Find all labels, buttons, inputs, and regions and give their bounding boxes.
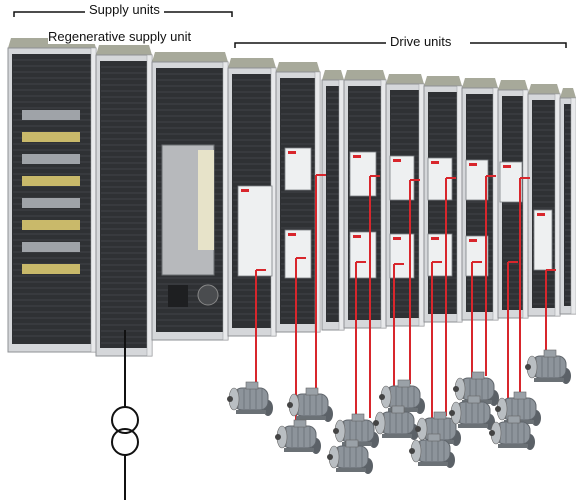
motors xyxy=(227,349,571,474)
abb-drive-module xyxy=(284,229,312,279)
transformer-symbol xyxy=(111,330,139,500)
regen-module-label-panel xyxy=(198,150,214,250)
drive-units-label: Drive units xyxy=(386,34,456,49)
supply-units-bracket xyxy=(13,11,233,17)
drive-units-bracket xyxy=(234,42,567,48)
cabinet xyxy=(275,62,321,333)
cabinet xyxy=(321,70,345,331)
abb-drive-module xyxy=(465,159,489,201)
abb-drive-module xyxy=(499,161,523,203)
cabinet xyxy=(497,80,529,319)
electric-motor-icon xyxy=(409,433,455,468)
cabinet xyxy=(7,38,97,353)
abb-drive-module xyxy=(349,231,377,279)
cabinet xyxy=(343,70,387,329)
cabinet xyxy=(559,88,576,315)
electric-motor-icon xyxy=(489,415,535,450)
control-section xyxy=(22,110,80,274)
regen-fan-circle xyxy=(197,284,219,306)
abb-drive-module xyxy=(237,185,273,277)
regen-fan xyxy=(168,285,188,307)
electric-motor-icon xyxy=(333,413,379,448)
regenerative-supply-unit-label: Regenerative supply unit xyxy=(48,29,192,44)
electric-motor-icon xyxy=(525,349,571,384)
electric-motor-icon xyxy=(227,381,273,416)
cabinet-lineup xyxy=(7,38,576,357)
abb-drive-module xyxy=(284,147,312,191)
cabinet xyxy=(527,84,561,317)
electric-motor-icon xyxy=(287,387,333,422)
abb-drive-module xyxy=(533,209,553,271)
electric-motor-icon xyxy=(327,439,373,474)
cabinet xyxy=(461,78,499,321)
cabinet xyxy=(95,45,153,357)
supply-units-label: Supply units xyxy=(85,2,164,17)
abb-drive-module xyxy=(349,151,377,197)
motor-cables xyxy=(255,174,556,444)
electric-motor-icon xyxy=(275,419,321,454)
